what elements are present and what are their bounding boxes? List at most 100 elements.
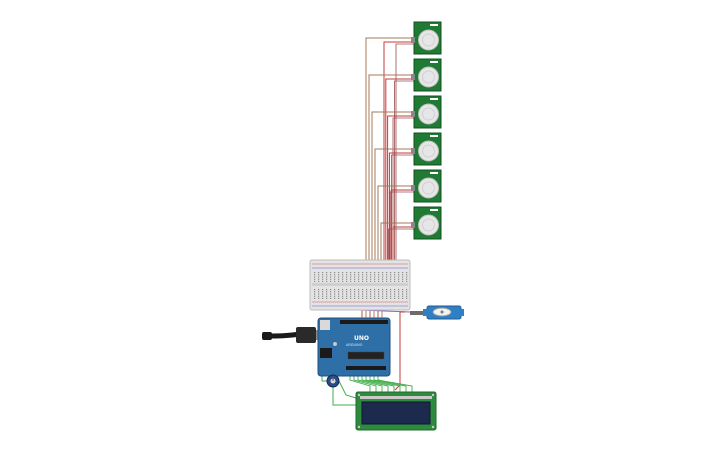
breadboard-holes <box>314 272 408 299</box>
bb-hole <box>330 297 332 299</box>
bb-hole <box>362 280 364 282</box>
bb-hole <box>394 291 396 293</box>
arduino-uno-board[interactable]: UNO ARDUINO <box>317 317 391 377</box>
pir-dome-ring <box>422 107 435 121</box>
pir-dome-ring <box>422 218 435 232</box>
bb-hole <box>386 295 388 297</box>
pir-sensor-2[interactable] <box>411 58 442 92</box>
bb-hole <box>346 278 348 280</box>
bb-hole <box>390 272 392 274</box>
pir-sensor-4[interactable] <box>411 132 442 166</box>
bb-hole <box>358 278 360 280</box>
pir-dome <box>418 103 439 125</box>
bb-hole <box>362 274 364 276</box>
bb-hole <box>390 276 392 278</box>
pir-power-wire <box>388 152 414 268</box>
breadboard[interactable] <box>309 259 411 311</box>
bb-hole <box>326 274 328 276</box>
bb-hole <box>402 293 404 295</box>
pir-signal-wire <box>371 111 414 268</box>
bb-hole <box>354 291 356 293</box>
bb-hole <box>406 278 408 280</box>
pir-pin-header <box>411 37 415 43</box>
bb-hole <box>350 278 352 280</box>
arduino-brand: ARDUINO <box>346 343 363 347</box>
pir-ground-wire <box>395 43 414 268</box>
bb-hole <box>326 280 328 282</box>
bb-hole <box>374 289 376 291</box>
bb-hole <box>362 295 364 297</box>
bb-hole <box>330 272 332 274</box>
bb-hole <box>350 293 352 295</box>
bb-hole <box>314 272 316 274</box>
bb-hole <box>374 291 376 293</box>
bb-hole <box>314 274 316 276</box>
servo-motor[interactable] <box>410 305 464 320</box>
bb-hole <box>370 274 372 276</box>
pir-sensor-1[interactable] <box>411 21 442 55</box>
bb-hole <box>398 291 400 293</box>
bb-hole <box>378 272 380 274</box>
bb-hole <box>342 272 344 274</box>
bb-hole <box>382 280 384 282</box>
bb-hole <box>402 274 404 276</box>
bb-hole <box>354 297 356 299</box>
bb-hole <box>366 289 368 291</box>
pir-sensor-column <box>411 21 442 240</box>
bb-hole <box>378 280 380 282</box>
bb-hole <box>394 295 396 297</box>
bb-hole <box>402 280 404 282</box>
pir-dome <box>418 140 439 162</box>
pir-sensor-3[interactable] <box>411 95 442 129</box>
bb-hole <box>330 291 332 293</box>
bb-hole <box>322 274 324 276</box>
bb-hole <box>318 272 320 274</box>
pir-marking <box>430 24 438 26</box>
pir-sensor-6[interactable] <box>411 206 442 240</box>
lcd-display-16x2[interactable] <box>355 391 437 431</box>
bb-hole <box>358 293 360 295</box>
pir-sensor-5[interactable] <box>411 169 442 203</box>
bb-hole <box>314 295 316 297</box>
bb-hole <box>334 280 336 282</box>
bb-hole <box>378 289 380 291</box>
pir-marking <box>430 172 438 174</box>
bb-hole <box>382 276 384 278</box>
bb-hole <box>346 289 348 291</box>
bb-hole <box>386 293 388 295</box>
pir-power-wire <box>383 41 414 268</box>
bb-hole <box>354 276 356 278</box>
bb-hole <box>334 272 336 274</box>
pir-signal-wire <box>374 148 414 268</box>
bb-hole <box>406 293 408 295</box>
bb-hole <box>358 297 360 299</box>
bb-hole <box>406 276 408 278</box>
bb-hole <box>366 280 368 282</box>
pir-marking <box>430 209 438 211</box>
bb-hole <box>386 297 388 299</box>
bb-hole <box>334 289 336 291</box>
bb-hole <box>358 289 360 291</box>
potentiometer[interactable] <box>326 374 340 388</box>
bb-hole <box>350 297 352 299</box>
bb-hole <box>346 274 348 276</box>
pir-marking <box>430 98 438 100</box>
bb-hole <box>322 278 324 280</box>
bb-hole <box>322 280 324 282</box>
pir-pin-header <box>411 148 415 154</box>
bb-hole <box>358 272 360 274</box>
bb-hole <box>390 291 392 293</box>
bb-hole <box>374 274 376 276</box>
bb-hole <box>390 274 392 276</box>
bb-hole <box>390 293 392 295</box>
bb-hole <box>394 272 396 274</box>
bb-hole <box>374 278 376 280</box>
bb-hole <box>330 274 332 276</box>
bb-hole <box>382 272 384 274</box>
bb-hole <box>394 289 396 291</box>
bb-hole <box>354 278 356 280</box>
bb-hole <box>338 291 340 293</box>
bb-hole <box>334 297 336 299</box>
bb-hole <box>382 291 384 293</box>
bb-hole <box>346 291 348 293</box>
